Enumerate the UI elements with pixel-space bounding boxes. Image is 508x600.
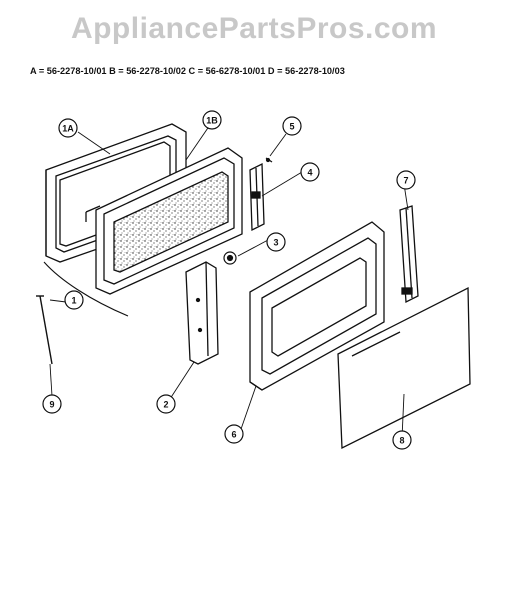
callout-label: 8 [399,436,404,446]
callout-label: 3 [273,238,278,248]
callout-1: 1 [64,290,84,310]
callout-label: 9 [49,400,54,410]
callout-6: 6 [224,424,244,444]
watermark: AppliancePartsPros.com [70,12,438,45]
callout-1a: 1A [58,118,78,138]
callout-3: 3 [266,232,286,252]
part-1b-inner-door-window [85,147,243,295]
part-3-clip [223,251,237,265]
callout-label: 1A [62,124,74,134]
callout-label: 1 [71,296,76,306]
callout-1b: 1B [202,110,222,130]
callout-2: 2 [156,394,176,414]
callout-4: 4 [300,162,320,182]
part-6-outer-door-panel [249,221,385,391]
callout-8: 8 [392,430,412,450]
part-4-hinge-bracket [249,162,265,232]
callout-label: 1B [206,116,218,126]
callout-label: 6 [231,430,236,440]
callout-label: 5 [289,122,294,132]
part-7-side-trim [399,205,419,304]
part-1-gasket [43,261,129,317]
part-5-screw [265,157,273,163]
callout-5: 5 [282,116,302,136]
callout-label: 7 [403,176,408,186]
callout-7: 7 [396,170,416,190]
callout-label: 4 [307,168,312,178]
part-2-side-bracket [185,261,219,365]
model-numbers-line: A = 56-2278-10/01 B = 56-2278-10/02 C = … [30,66,345,76]
callout-9: 9 [42,394,62,414]
part-8-glass-panel [337,286,471,450]
part-9-screw [36,295,53,365]
callout-label: 2 [163,400,168,410]
